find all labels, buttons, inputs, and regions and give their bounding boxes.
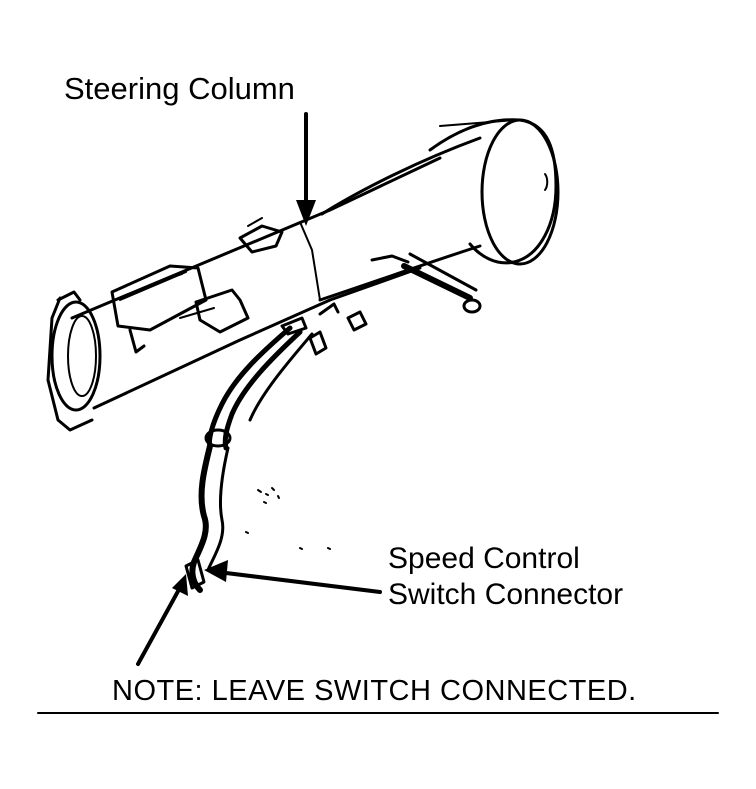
wiring-clips [280, 302, 368, 356]
column-lock-bracket [238, 217, 284, 254]
ignition-switch-body [110, 264, 208, 354]
lever-stub [370, 252, 482, 314]
steering-column-tube [70, 136, 482, 410]
steering-column-label: Steering Column [64, 71, 295, 106]
print-speckles [245, 487, 331, 550]
arrow-note [136, 574, 188, 666]
arrow-speed-control-connector [204, 560, 382, 594]
speed-control-connector [184, 558, 206, 590]
wiring-harness [189, 325, 314, 593]
speed-control-label: Speed Control [388, 542, 580, 575]
switch-connector-label: Switch Connector [388, 578, 624, 611]
column-wire-clip [179, 288, 250, 334]
column-mount-bracket [46, 290, 102, 432]
arrow-steering-column [296, 112, 316, 226]
column-shroud [428, 118, 560, 266]
note-text: NOTE: LEAVE SWITCH CONNECTED. [112, 675, 637, 707]
